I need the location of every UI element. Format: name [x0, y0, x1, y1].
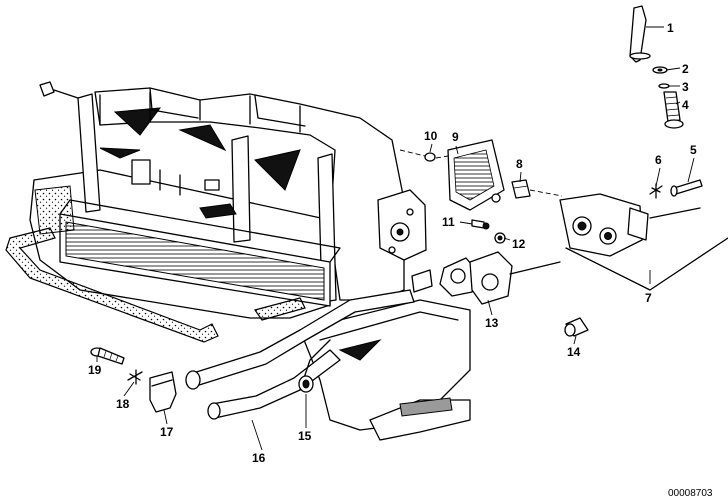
- callout-19: 19: [88, 363, 102, 377]
- callout-17: 17: [160, 425, 174, 439]
- callout-11: 11: [442, 215, 455, 229]
- callout-18: 18: [116, 397, 130, 411]
- callout-13: 13: [485, 316, 499, 330]
- part-12-nut: [494, 232, 506, 244]
- lower-housing: [299, 299, 471, 441]
- callout-15: 15: [298, 429, 312, 443]
- part-5-bolt: [670, 179, 703, 197]
- callout-5: 5: [690, 143, 697, 157]
- part-2-washer: [652, 66, 668, 74]
- callout-4: 4: [682, 98, 689, 112]
- callout-10: 10: [424, 129, 438, 143]
- part-19-bolt: [90, 347, 125, 365]
- callout-9: 9: [452, 130, 459, 144]
- part-14-hose-sleeve: [564, 317, 589, 337]
- heater-housing: [29, 81, 405, 319]
- document-number: 00008703: [668, 488, 713, 499]
- callout-14: 14: [567, 345, 581, 359]
- callout-12: 12: [512, 237, 526, 251]
- part-6-lock-washer: [649, 183, 663, 199]
- callout-8: 8: [516, 157, 523, 171]
- callout-7: 7: [645, 291, 652, 305]
- callout-16: 16: [252, 451, 266, 465]
- part-17-pipe-clamp: [149, 371, 177, 413]
- callout-6: 6: [655, 153, 662, 167]
- part-4-bolt: [663, 91, 684, 129]
- part-8-nut: [511, 179, 563, 199]
- foam-seal: [5, 185, 306, 343]
- callout-labels: 1 2 3 4 5 6 7 8 9 10 11 12 13 14 15 16 1…: [88, 21, 697, 465]
- part-13-gasket: [411, 251, 561, 305]
- part-18-lock-washer: [127, 369, 143, 385]
- part-15-grommet: [298, 375, 314, 393]
- part-3-spring-washer: [658, 83, 670, 89]
- leader-lines: [96, 26, 695, 451]
- side-flap-lever: [377, 189, 427, 261]
- callout-2: 2: [682, 62, 689, 76]
- part-9-flap-lever: [447, 139, 505, 211]
- water-pipes: [185, 289, 415, 420]
- part-10-clip: [399, 149, 449, 162]
- part-7-water-valve: [559, 193, 728, 291]
- callout-1: 1: [667, 21, 674, 35]
- part-1-hose-clip: [629, 5, 651, 63]
- callout-3: 3: [682, 80, 689, 94]
- part-11-screw: [471, 219, 490, 230]
